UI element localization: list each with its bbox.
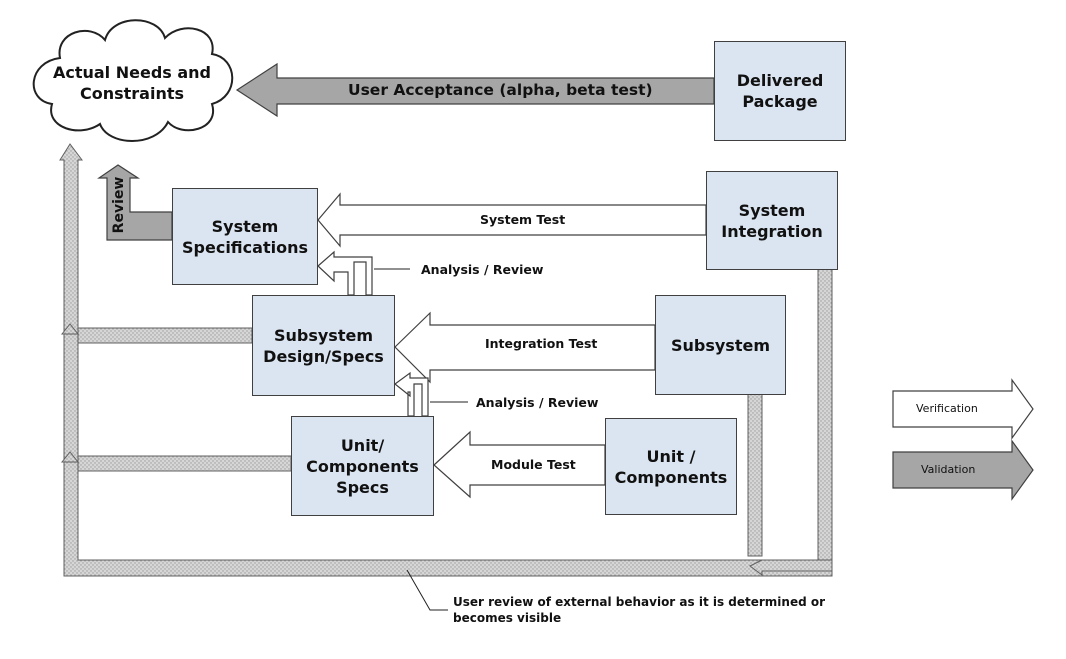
user-review-note: User review of external behavior as it i… (453, 595, 826, 625)
system-test-label: System Test (480, 212, 566, 227)
system-integration-box: System Integration (706, 171, 838, 270)
external-review-loop (59, 143, 833, 577)
subsystem-box: Subsystem (655, 295, 786, 395)
legend-verification-arrow (892, 378, 1034, 440)
unit-components-box: Unit / Components (605, 418, 737, 515)
analysis-review-label-2: Analysis / Review (476, 395, 599, 410)
unit-components-specs-box: Unit/ Components Specs (291, 416, 434, 516)
legend-validation-label: Validation (921, 463, 976, 476)
analysis-review-arrow-1 (317, 250, 373, 296)
actual-needs-label: Actual Needs and Constraints (52, 63, 212, 103)
analysis-review-label-1: Analysis / Review (421, 262, 544, 277)
module-test-label: Module Test (491, 457, 576, 472)
legend-validation-arrow (892, 439, 1034, 501)
user-acceptance-label: User Acceptance (alpha, beta test) (348, 81, 653, 99)
subsystem-design-specs-box: Subsystem Design/Specs (252, 295, 395, 396)
delivered-package-box: Delivered Package (714, 41, 846, 141)
cloud-shape (32, 19, 234, 142)
system-specifications-box: System Specifications (172, 188, 318, 285)
legend-verification-label: Verification (916, 402, 978, 415)
integration-test-label: Integration Test (485, 336, 598, 351)
analysis-review-arrow-2 (394, 371, 429, 417)
review-label: Review (111, 176, 127, 234)
note-pointer (406, 569, 448, 611)
